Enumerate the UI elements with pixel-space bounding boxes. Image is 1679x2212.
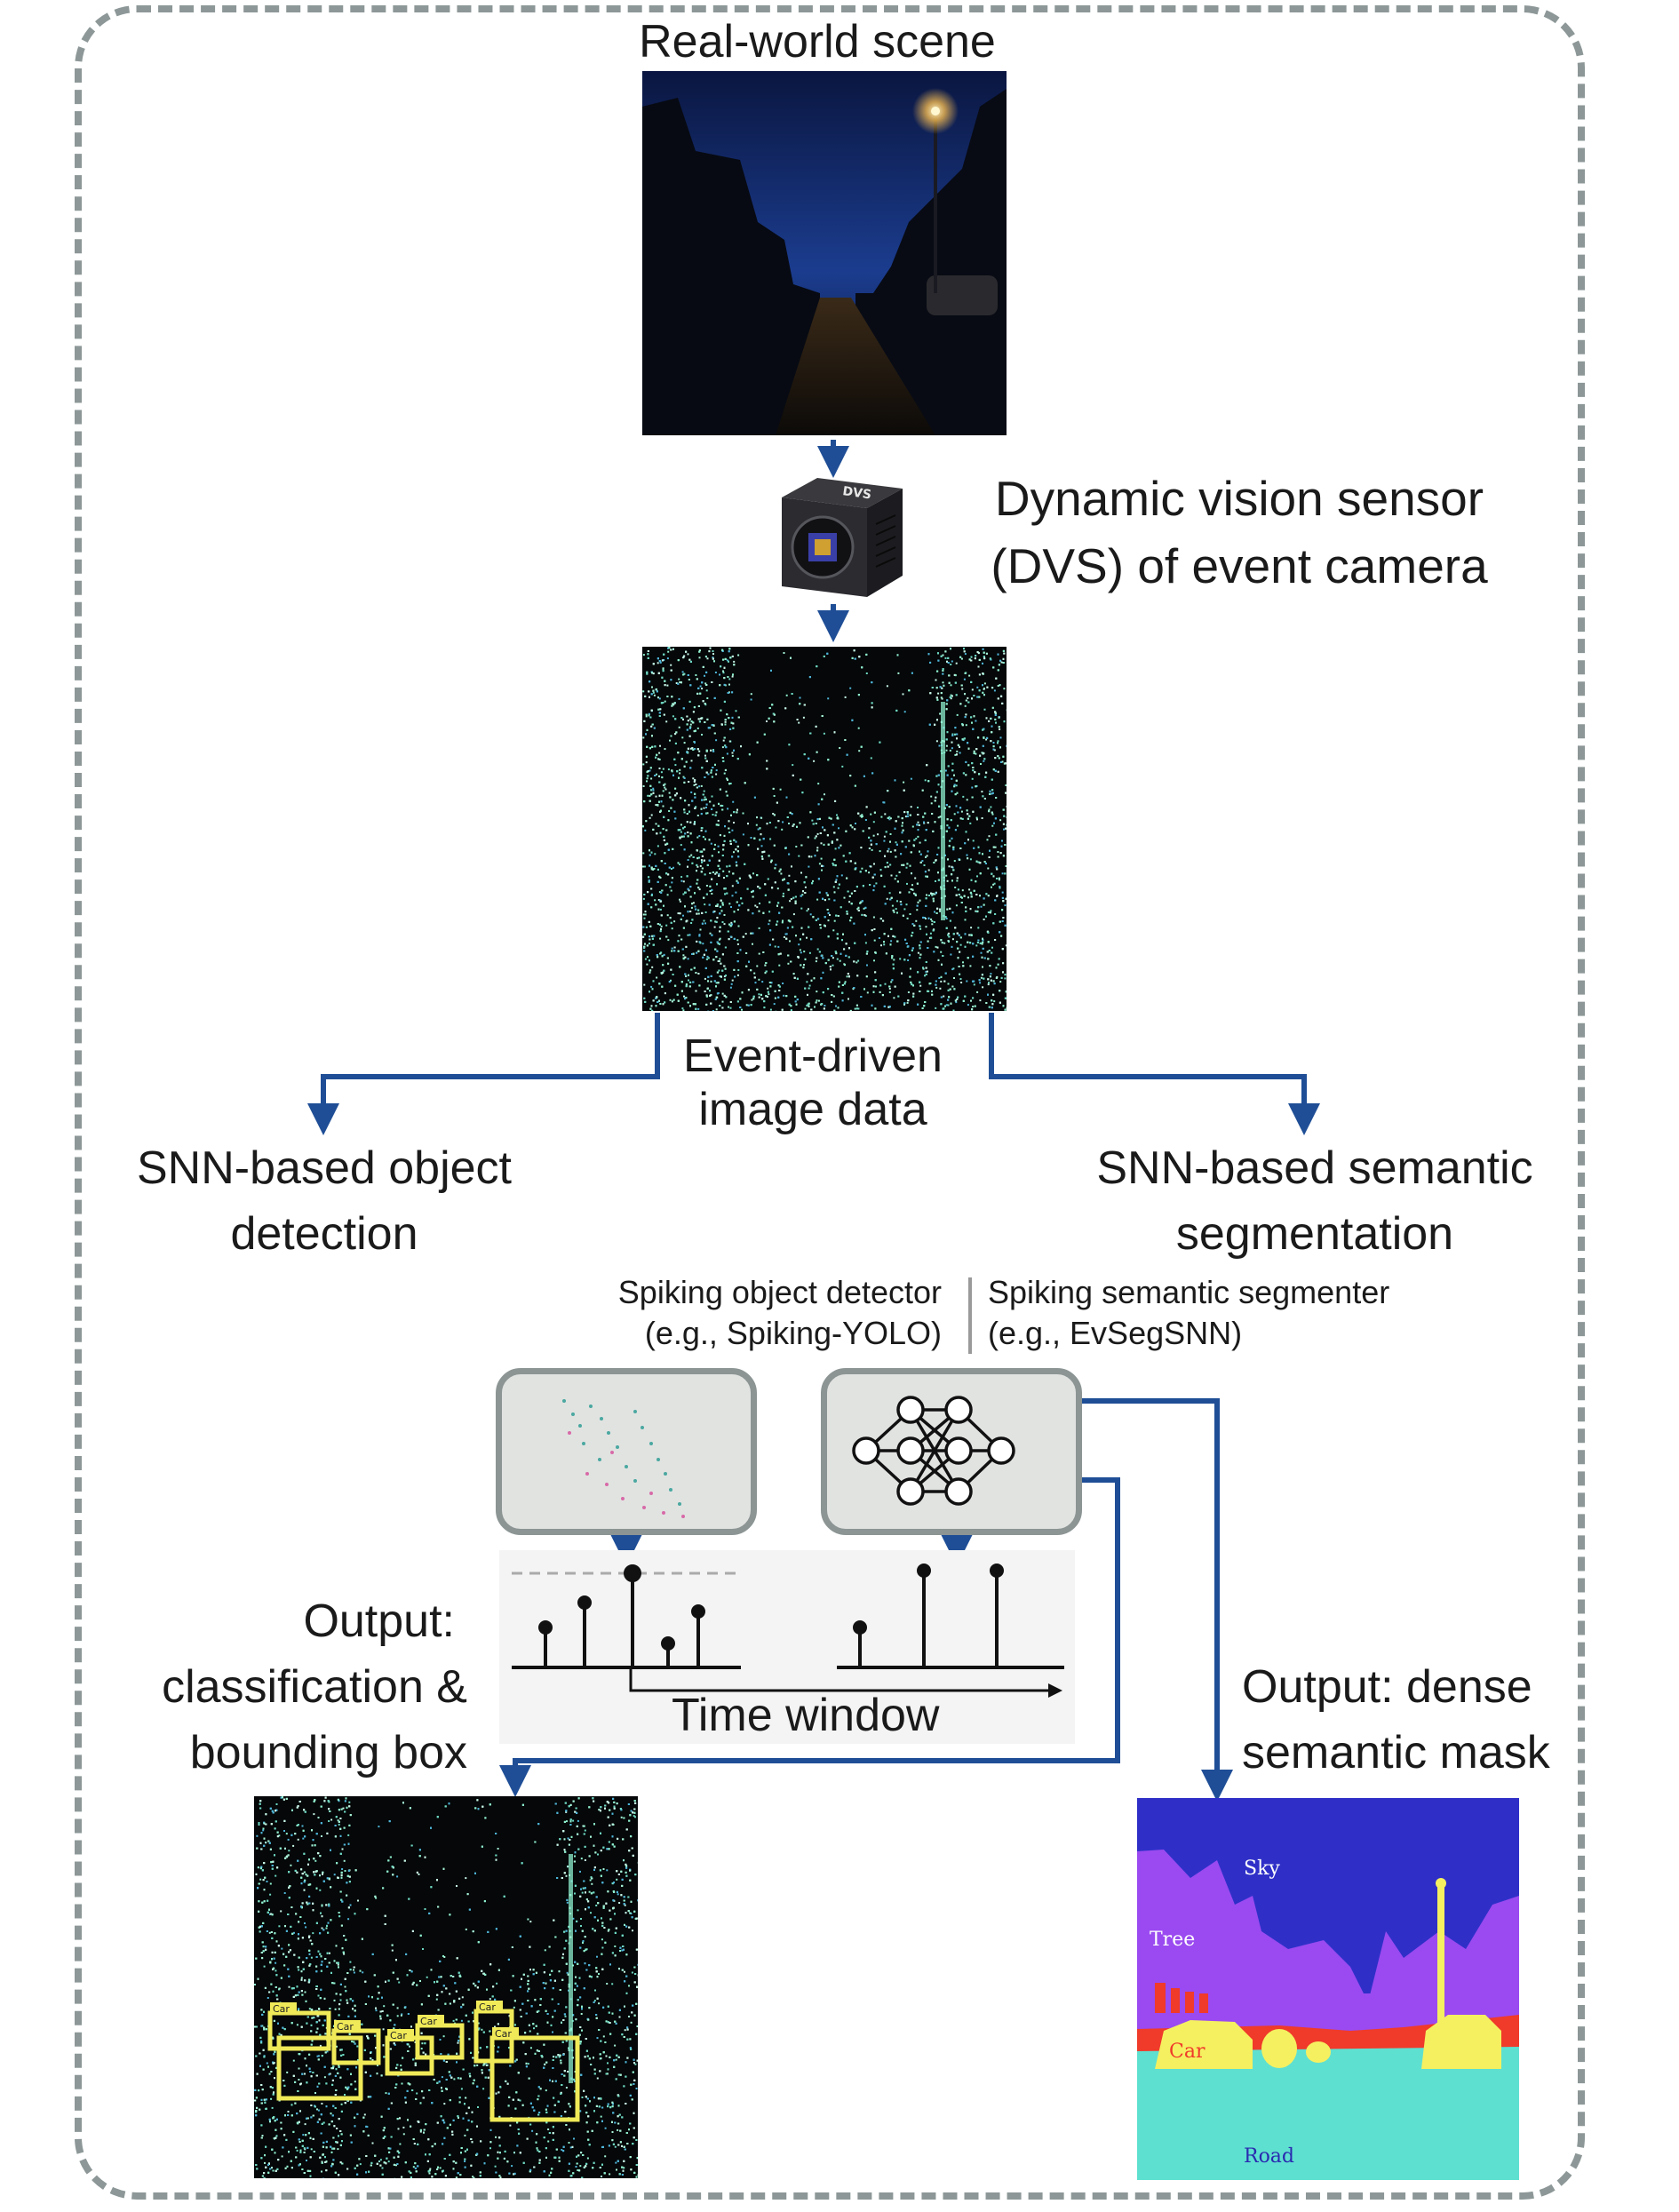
snn-segmentation-title-line1: SNN-based semantic — [1066, 1142, 1564, 1196]
dvs-label-line1: Dynamic vision sensor — [968, 471, 1510, 527]
arrow-events-to-detection — [323, 1013, 657, 1119]
arrow-segmenter-to-segmentation-output — [1077, 1401, 1217, 1786]
dvs-label-line2: (DVS) of event camera — [968, 538, 1510, 594]
time-window-label: Time window — [672, 1690, 940, 1743]
snn-segmentation-title-line2: segmentation — [1066, 1208, 1564, 1261]
event-data-label-line2: image data — [622, 1084, 1004, 1137]
segmentation-output-label-line1: Output: dense — [1242, 1661, 1532, 1715]
mask-label-car: Car — [1169, 2041, 1206, 2063]
detection-output-label-line1: Output: — [107, 1595, 455, 1649]
det-box-label-2: Car — [337, 2021, 354, 2033]
neural-network-icon — [827, 1374, 1076, 1529]
semantic-mask-output-image: Sky Tree Road Car — [1137, 1798, 1519, 2180]
snn-detection-title-line1: SNN-based object — [107, 1142, 542, 1196]
mask-label-sky: Sky — [1244, 1858, 1280, 1880]
det-box-label-6: Car — [495, 2028, 512, 2040]
det-box-label-3: Car — [420, 2016, 437, 2027]
spiking-object-detector-box — [496, 1368, 757, 1535]
event-driven-image — [642, 647, 1007, 1011]
arrow-events-to-segmentation — [991, 1013, 1304, 1119]
segmenter-label-line1: Spiking semantic segmenter — [988, 1274, 1389, 1310]
mask-label-tree: Tree — [1150, 1929, 1195, 1951]
snn-detection-title-line2: detection — [107, 1208, 542, 1261]
det-box-label-5: Car — [479, 2001, 496, 2013]
det-box-label-4: Car — [390, 2030, 407, 2041]
real-world-scene-title: Real-world scene — [569, 16, 1066, 69]
real-world-scene-image — [642, 71, 1007, 435]
spiking-semantic-segmenter-box — [821, 1368, 1082, 1535]
detection-output-label-line3: bounding box — [107, 1727, 467, 1780]
segmentation-output-label-line2: semantic mask — [1242, 1727, 1550, 1780]
detection-output-label-line2: classification & — [107, 1661, 467, 1715]
detection-output-image: Car Car Car Car Car Car — [254, 1796, 638, 2178]
mask-label-road: Road — [1244, 2145, 1294, 2168]
segmenter-label-line2: (e.g., EvSegSNN) — [988, 1315, 1242, 1351]
detector-label-line1: Spiking object detector — [497, 1274, 942, 1310]
det-box-label-1: Car — [273, 2003, 290, 2015]
event-data-label-line1: Event-driven — [622, 1030, 1004, 1084]
detector-label-line2: (e.g., Spiking-YOLO) — [497, 1315, 942, 1351]
dvs-camera-icon: DVS — [771, 471, 904, 604]
label-divider — [968, 1277, 972, 1354]
